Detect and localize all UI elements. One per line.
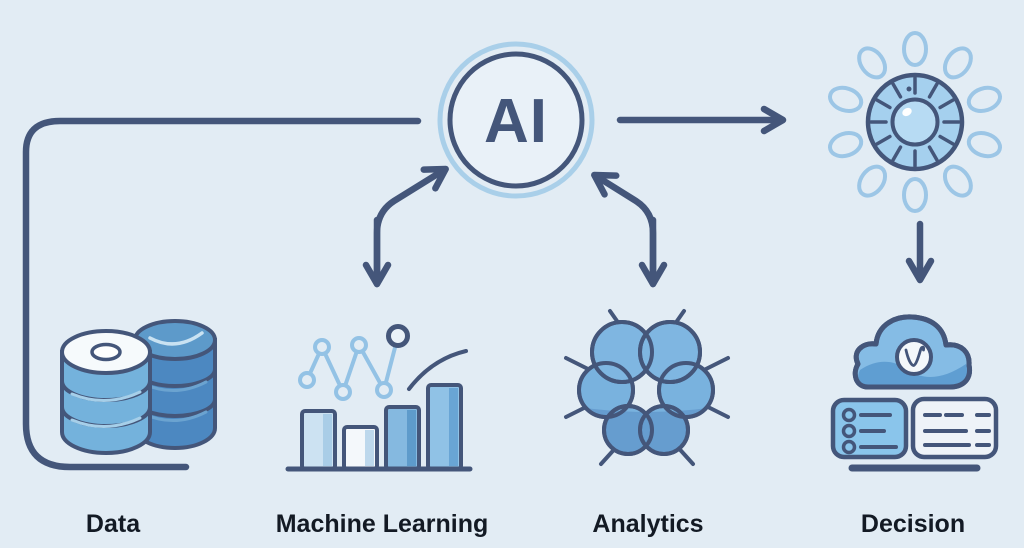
database-stack-icon [60,319,217,455]
check-mark [904,345,926,367]
bar-line-chart-icon [285,324,473,472]
label-analytics: Analytics [592,510,704,538]
label-machine-learning: Machine Learning [275,510,489,538]
neural-cluster-icon [564,309,730,466]
check-badge [895,338,933,376]
ai-outer-ring [437,41,595,199]
label-data: Data [85,510,141,538]
edge-data-to-ai [22,117,422,471]
label-decision: Decision [860,510,966,538]
ai-label: AI [484,87,548,156]
edge-ai-machine-learning [362,165,449,288]
ai-inner-ring [447,51,585,189]
cloud-check-panels-icon [830,314,999,472]
ai-node: AI [437,41,595,199]
edge-ai-analytics [591,171,668,288]
gear-burst-icon [828,31,1002,213]
